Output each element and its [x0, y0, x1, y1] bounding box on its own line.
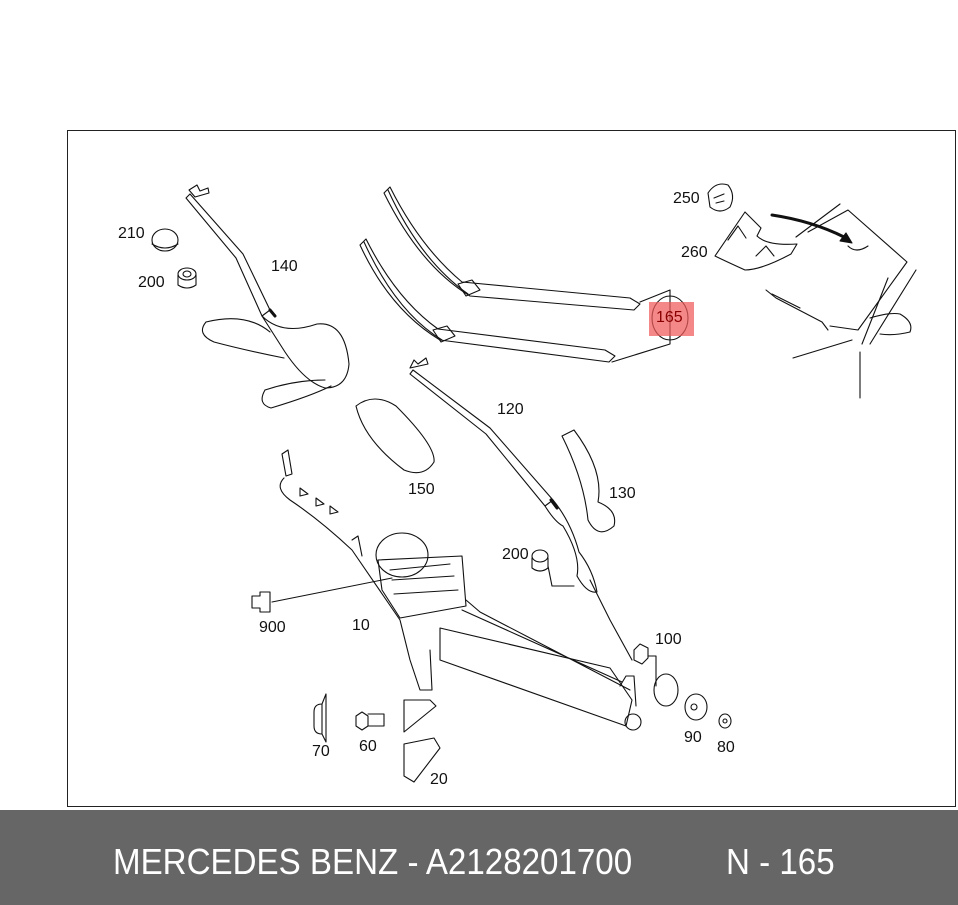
vehicle-windshield-icon: [765, 203, 917, 399]
callout-130[interactable]: 130: [609, 485, 636, 502]
callout-20[interactable]: 20: [430, 771, 448, 788]
wiper-arm-120-icon: [409, 357, 598, 593]
cap-210-icon: [151, 228, 179, 252]
cover-130-icon: [561, 429, 616, 533]
nut-200-icon: [177, 267, 197, 289]
connector-900-icon: [251, 577, 393, 613]
callout-200[interactable]: 200: [138, 274, 165, 291]
callout-60[interactable]: 60: [359, 738, 377, 755]
wiper-blades-165-icon: [359, 186, 671, 363]
callout-80[interactable]: 80: [717, 739, 735, 756]
washer-80-icon: [718, 713, 732, 729]
callout-150[interactable]: 150: [408, 481, 435, 498]
callout-10[interactable]: 10: [352, 617, 370, 634]
callout-210[interactable]: 210: [118, 225, 145, 242]
bolt-60-icon: [355, 711, 385, 731]
callout-250[interactable]: 250: [673, 190, 700, 207]
callout-260[interactable]: 260: [681, 244, 708, 261]
reference-number-text: N - 165: [726, 841, 835, 882]
arrow-icon: [770, 213, 853, 244]
nut-200-lower-icon: [531, 549, 575, 587]
callout-100[interactable]: 100: [655, 631, 682, 648]
diagram-frame: [67, 130, 956, 807]
nut-100-icon: [633, 643, 657, 687]
callout-90[interactable]: 90: [684, 729, 702, 746]
callout-140[interactable]: 140: [271, 258, 298, 275]
washer-90-icon: [684, 693, 708, 721]
callout-165-highlight: [649, 302, 694, 336]
sensor-cover-260-icon: [714, 211, 798, 271]
exploded-diagram: [151, 183, 917, 783]
part-info-footer: MERCEDES BENZ - A2128201700 N - 165: [0, 810, 958, 905]
callout-70[interactable]: 70: [312, 743, 330, 760]
wiper-arm-140-icon: [185, 184, 350, 409]
callout-200-lower[interactable]: 200: [502, 546, 529, 563]
callout-900[interactable]: 900: [259, 619, 286, 636]
callout-165[interactable]: 165: [656, 309, 683, 326]
wiper-linkage-motor-10-icon: [279, 449, 679, 731]
part-number-text: MERCEDES BENZ - A2128201700: [113, 841, 633, 882]
rain-sensor-250-icon: [707, 183, 734, 212]
plug-70-icon: [313, 693, 327, 743]
cover-150-icon: [355, 398, 435, 474]
callout-120[interactable]: 120: [497, 401, 524, 418]
bracket-20-icon: [403, 699, 441, 783]
